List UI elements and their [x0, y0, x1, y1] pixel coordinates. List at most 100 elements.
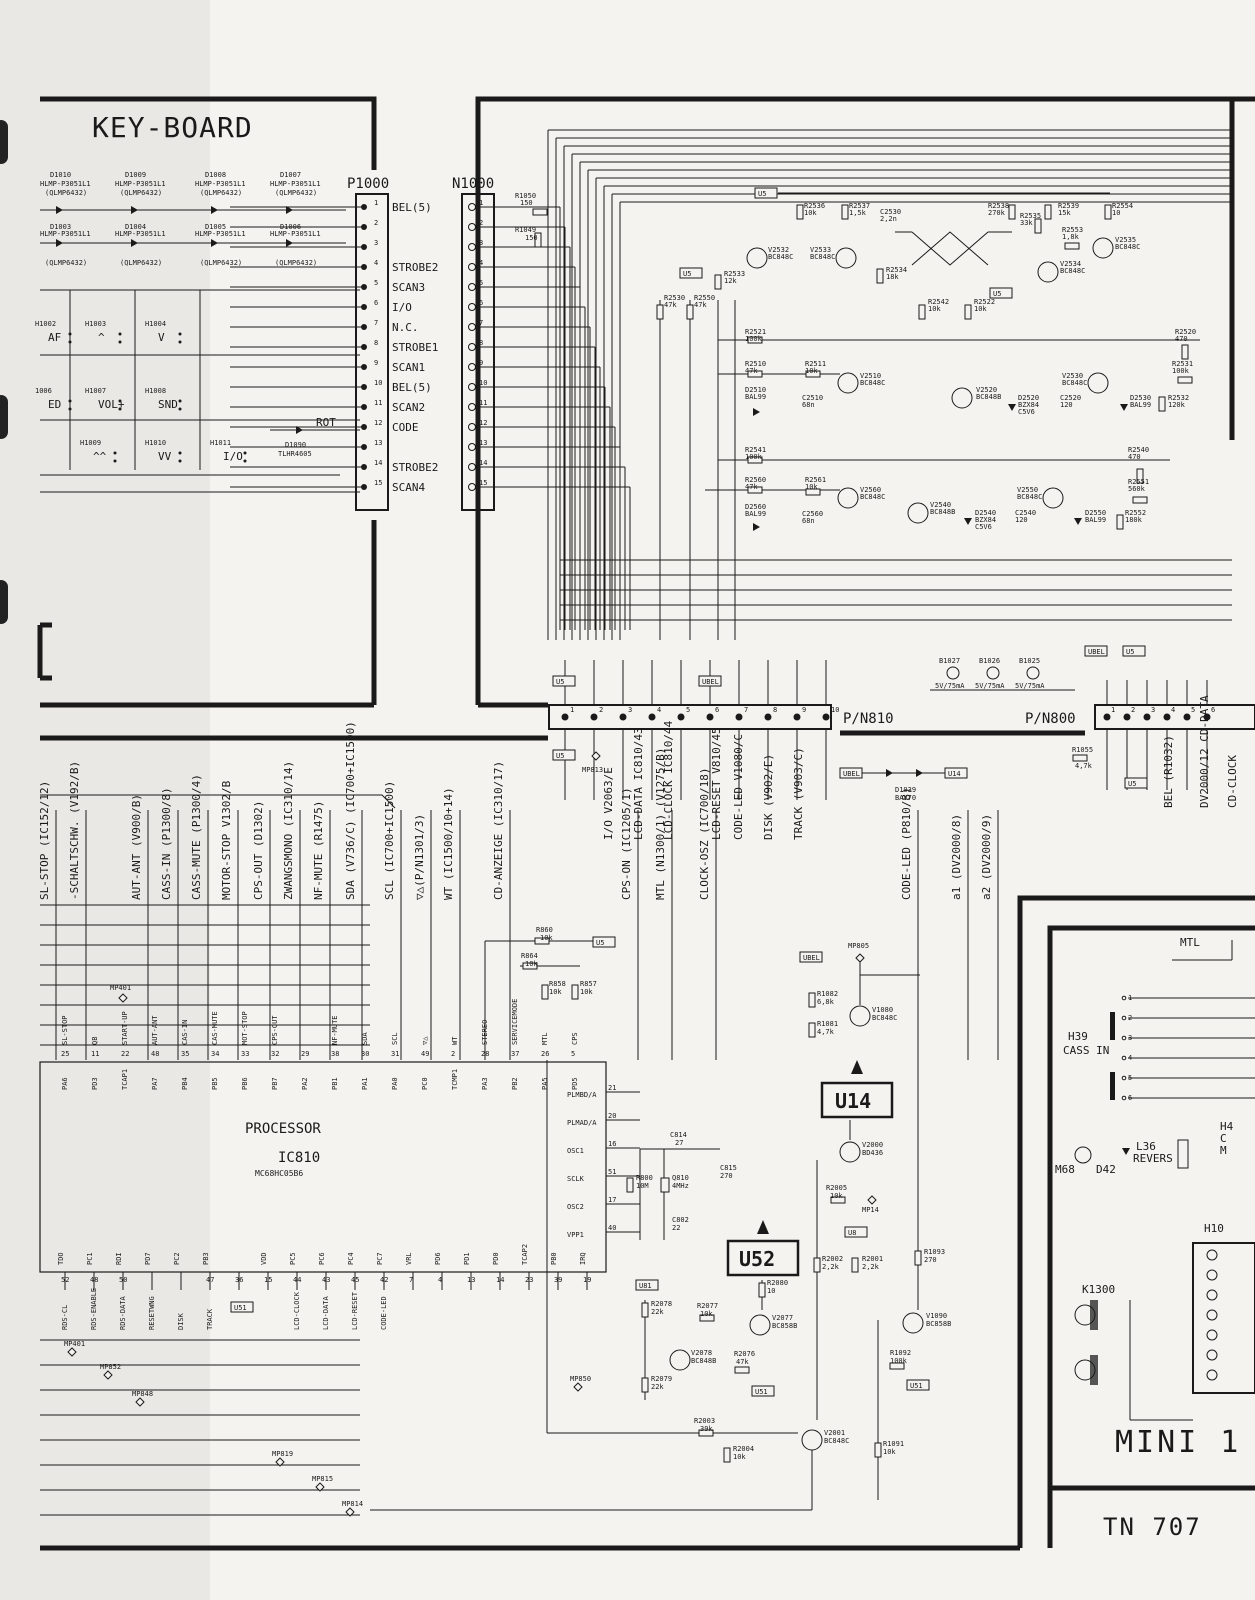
d2530-ref: D2530 — [1130, 394, 1151, 402]
bus-signal-label: SDA (V736/C) (IC700+IC1500) — [344, 721, 357, 900]
key-switch — [178, 332, 182, 344]
proc-port-name: IRQ — [579, 1252, 587, 1265]
r1091-ref: R1091 — [883, 1440, 904, 1448]
key-ref: H1004 — [145, 320, 166, 328]
r2077 — [699, 1314, 715, 1322]
r864 — [522, 962, 538, 970]
proc-pin-number: 4 — [438, 1276, 442, 1284]
transistor-body — [837, 487, 859, 509]
v2540 — [907, 502, 929, 524]
r2537 — [841, 204, 849, 220]
v2535 — [1092, 237, 1114, 259]
r2522-ref: R2522 — [974, 298, 995, 306]
ubel-rail-3-label: UBEL — [843, 770, 860, 778]
diode-body — [1008, 404, 1016, 411]
h39-pin: 1 — [1128, 994, 1132, 1002]
pn810-pin — [561, 713, 569, 721]
proc-pin-number: 49 — [421, 1050, 429, 1058]
proc-port-name: PB3 — [202, 1252, 210, 1265]
pn810-pin-number: 5 — [686, 706, 690, 714]
r2078 — [641, 1302, 649, 1318]
p1000-pin-number: 8 — [374, 339, 378, 347]
led-ray — [289, 199, 293, 204]
proc-port-name: PA0 — [391, 1077, 399, 1090]
proc-pin-number: 14 — [496, 1276, 504, 1284]
transistor-collector — [756, 1316, 764, 1323]
r2552-ref: R2552 — [1125, 509, 1146, 517]
ubel-rail-4-label: UBEL — [803, 954, 820, 962]
p1000-pin-number: 11 — [374, 399, 382, 407]
n1000-pin-number: 10 — [479, 379, 487, 387]
led-ref: D1010 — [50, 171, 71, 179]
pn810-pin — [677, 713, 685, 721]
u14-badge-label: U14 — [835, 1089, 871, 1113]
p1000-pin — [361, 484, 367, 490]
proc-port-name: PA3 — [481, 1077, 489, 1090]
h39-pin: 6 — [1128, 1094, 1132, 1102]
main-frame — [475, 96, 1255, 705]
n1000-body — [461, 193, 495, 511]
v2530-val: BC848C — [1062, 379, 1087, 387]
c2540-ref: C2540 — [1015, 509, 1036, 517]
r2537-ref: R2537 — [849, 202, 870, 210]
proc-pin-signal: RESETWNG — [148, 1296, 156, 1330]
r2530 — [656, 304, 664, 320]
d42-label: D42 — [1096, 1163, 1116, 1176]
mp852 — [67, 1347, 77, 1357]
n1000-pin — [468, 403, 476, 411]
led-body — [296, 426, 303, 434]
proc-pin-signal: RDS-CL — [61, 1305, 69, 1330]
r2511-ref: R2511 — [805, 360, 826, 368]
r2533-val: 12k — [724, 277, 737, 285]
v2001 — [801, 1429, 823, 1451]
key-label: V — [158, 331, 165, 344]
pn810-pin-number: 8 — [773, 706, 777, 714]
led-part: HLMP-P3051L1 — [40, 230, 91, 238]
d2560 — [753, 523, 760, 531]
r2533 — [714, 274, 722, 290]
p1000-signal: I/O — [392, 301, 412, 314]
led-body — [211, 239, 218, 247]
proc-port-name: VPP1 — [567, 1231, 584, 1239]
proc-pin-signal: LCD-RESET — [351, 1291, 359, 1330]
r2520-val: 470 — [1175, 335, 1188, 343]
transistor-collector — [844, 374, 852, 381]
led-part: HLMP-P3051L1 — [195, 180, 246, 188]
mini-frame — [1017, 895, 1255, 1548]
u5-rail-6-label: U5 — [556, 752, 564, 760]
proc-port-name: PB1 — [331, 1077, 339, 1090]
proc-port-name: VDD — [260, 1252, 268, 1265]
pn800-signal-label: BEL (R1032) — [1162, 735, 1175, 808]
p1000-pin — [361, 364, 367, 370]
r858-val: 10k — [549, 988, 562, 996]
led-ray — [218, 199, 222, 204]
bus-signal-label: -SCHALTSCHW. (V192/B) — [68, 761, 81, 900]
mp850-label: MP848 — [132, 1390, 153, 1398]
mp852-label: MP401 — [64, 1340, 85, 1348]
key-contact — [68, 399, 72, 403]
proc-port-name: PD5 — [571, 1077, 579, 1090]
pn800-pin — [1123, 713, 1131, 721]
p1000-pin — [361, 244, 367, 250]
led-body — [56, 239, 63, 247]
c814-val: 27 — [675, 1139, 683, 1147]
r1082-ref: R1082 — [817, 990, 838, 998]
n1000-pin — [468, 323, 476, 331]
proc-pin-number: 31 — [391, 1050, 399, 1058]
u8-rail — [844, 1226, 868, 1238]
proc-pin-number: 11 — [91, 1050, 99, 1058]
h10-pin — [1206, 1329, 1218, 1341]
r2004 — [723, 1447, 731, 1463]
r2552 — [1116, 514, 1124, 530]
pn810-signal-label: LCD-CLOCK IC810/44 — [662, 720, 675, 840]
p1000-name: P1000 — [347, 176, 389, 192]
c2560-val: 68n — [802, 517, 815, 525]
proc-pin-signal: RDS-DATA — [119, 1295, 127, 1330]
bus-top — [40, 794, 396, 809]
bus-signal-label: CD-ANZEIGE (IC310/17) — [492, 761, 505, 900]
key-contact — [118, 407, 122, 411]
key-contact — [113, 451, 117, 455]
transistor-emitter — [856, 1018, 864, 1025]
pn810-pin — [706, 713, 714, 721]
mp401-label: MP401 — [110, 984, 131, 992]
